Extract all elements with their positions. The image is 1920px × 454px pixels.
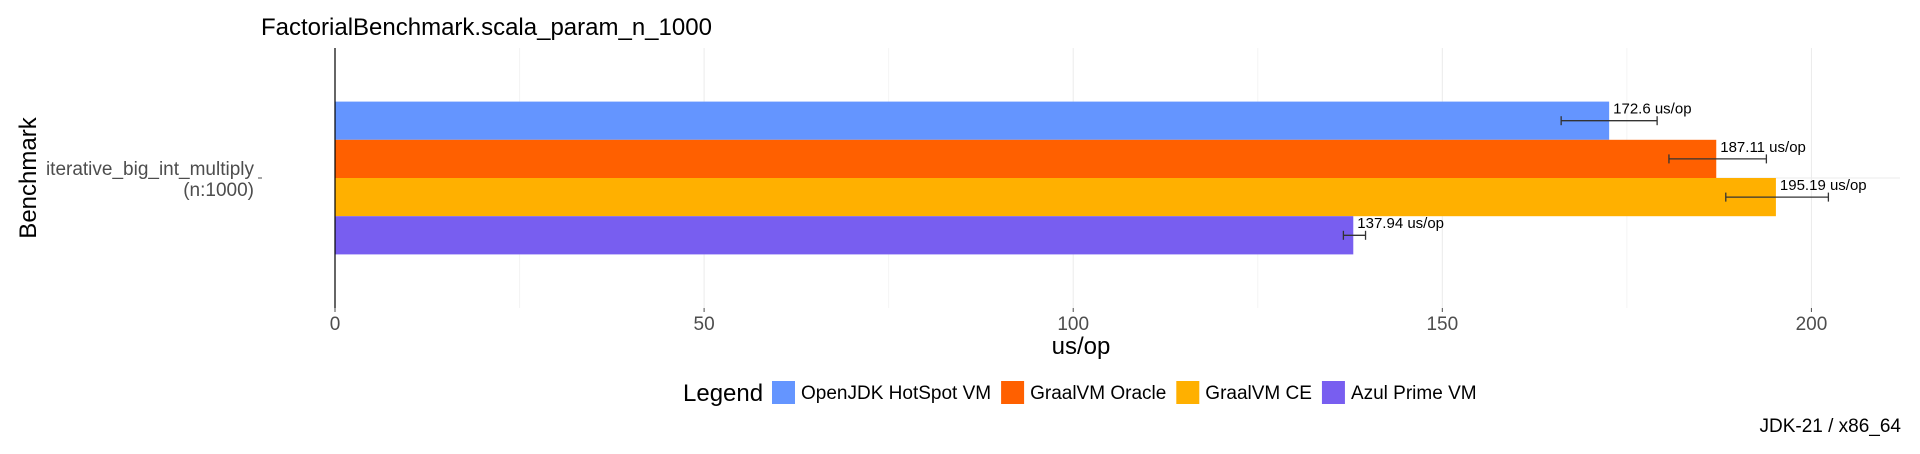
legend-label: Azul Prime VM bbox=[1351, 383, 1477, 404]
bar bbox=[335, 216, 1354, 255]
bar bbox=[335, 178, 1776, 217]
legend-label: GraalVM Oracle bbox=[1030, 383, 1166, 404]
data-label: 172.6 us/op bbox=[1613, 101, 1691, 118]
data-labels: 172.6 us/op 187.11 us/op 195.19 us/op 137.9… bbox=[1357, 101, 1866, 233]
data-label: 137.94 us/op bbox=[1357, 215, 1444, 232]
legend-swatch bbox=[1321, 381, 1345, 404]
x-tick-label: 200 bbox=[1796, 314, 1828, 335]
bars bbox=[335, 101, 1776, 255]
caption: JDK-21 / x86_64 bbox=[1759, 416, 1901, 437]
bar bbox=[335, 139, 1717, 178]
bar bbox=[335, 101, 1610, 140]
x-tick-label: 50 bbox=[694, 314, 715, 335]
category-label: iterative_big_int_multiply bbox=[46, 159, 255, 180]
data-label: 187.11 us/op bbox=[1720, 139, 1806, 156]
x-tick-label: 100 bbox=[1057, 314, 1089, 335]
chart-title: FactorialBenchmark.scala_param_n_1000 bbox=[261, 14, 712, 41]
x-tick-label: 0 bbox=[330, 314, 341, 335]
legend-label: GraalVM CE bbox=[1205, 383, 1312, 404]
y-axis-title: Benchmark bbox=[15, 116, 42, 238]
legend-title: Legend bbox=[683, 380, 763, 407]
legend: Legend OpenJDK HotSpot VM GraalVM Oracle G… bbox=[683, 380, 1477, 407]
data-label: 195.19 us/op bbox=[1780, 177, 1867, 194]
x-tick-label: 150 bbox=[1426, 314, 1458, 335]
x-tick-labels: 0 50 100 150 200 bbox=[330, 308, 1828, 335]
legend-swatch bbox=[772, 381, 795, 404]
error-bars bbox=[1342, 116, 1830, 240]
category-label: (n:1000) bbox=[183, 180, 254, 201]
legend-swatch bbox=[1001, 381, 1025, 404]
x-axis-title: us/op bbox=[1052, 333, 1111, 360]
legend-label: OpenJDK HotSpot VM bbox=[801, 383, 991, 404]
category-labels: iterative_big_int_multiply(n:1000) bbox=[46, 159, 262, 201]
legend-swatch bbox=[1176, 381, 1200, 404]
